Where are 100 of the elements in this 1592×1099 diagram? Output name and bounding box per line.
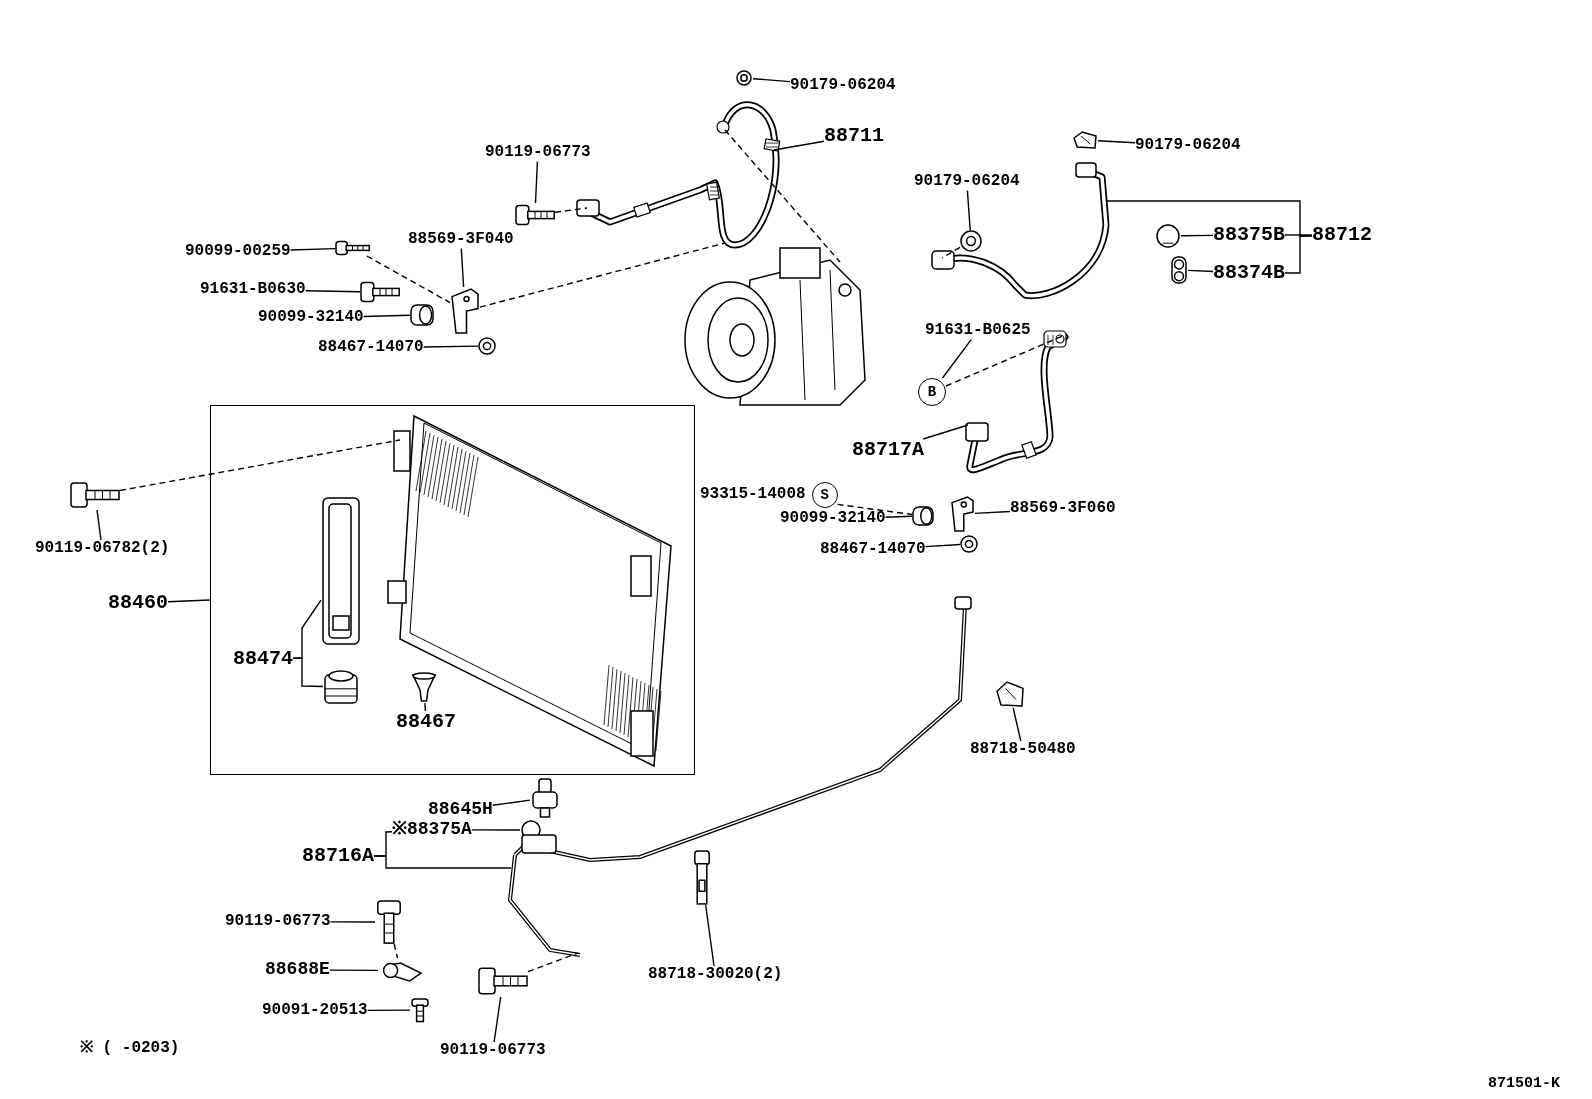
part-number: 88645H — [428, 800, 493, 820]
assembly-line — [479, 242, 726, 308]
part-number: 90119-06773 — [440, 1042, 546, 1060]
part-number: 88712 — [1312, 224, 1372, 246]
assembly-line — [366, 255, 451, 304]
leader-line — [1187, 269, 1214, 273]
drawing-number: 871501-K — [1488, 1076, 1560, 1093]
leader-line — [1180, 234, 1214, 237]
leader-line — [1284, 235, 1313, 274]
assembly-line — [554, 207, 588, 213]
bushing-icon — [410, 303, 434, 327]
assembly-line — [393, 943, 399, 959]
assembly-line — [724, 129, 841, 263]
leader-line — [966, 189, 971, 231]
part-number: 88467 — [396, 711, 456, 733]
part-number: 88688E — [265, 960, 330, 980]
part-number: 88569-3F040 — [408, 231, 514, 249]
assembly-line — [527, 952, 579, 973]
valve-icon — [1170, 256, 1188, 284]
leader-line — [773, 140, 825, 151]
assembly-line — [836, 503, 913, 516]
part-number: 90091-20513 — [262, 1002, 368, 1020]
bracket-icon — [950, 495, 975, 533]
part-number: 90119-06782(2) — [35, 540, 170, 558]
drain-plug-icon — [411, 671, 437, 703]
assembly-line — [941, 246, 961, 259]
part-number: 88460 — [108, 592, 168, 614]
part-number: 88716A — [302, 845, 374, 867]
part-number: 88374B — [1213, 262, 1285, 284]
part-number: 88474 — [233, 648, 293, 670]
leader-line — [422, 345, 479, 348]
assembly-line — [119, 439, 401, 492]
part-number: 90099-00259 — [185, 243, 291, 261]
leader-line — [884, 515, 913, 518]
part-number: ※88375A — [392, 820, 472, 840]
leader-line — [493, 996, 502, 1043]
leader-line — [941, 338, 972, 379]
part-number: 88711 — [824, 125, 884, 147]
part-number: 88717A — [852, 439, 924, 461]
part-number: 93315-14008 — [700, 486, 806, 504]
bolt-icon — [515, 203, 555, 227]
leader-line — [471, 829, 521, 831]
leader-line — [752, 78, 791, 83]
bolt-icon — [410, 998, 430, 1022]
leader-line — [373, 855, 512, 869]
group-frame — [210, 405, 695, 775]
clip-icon — [995, 680, 1025, 708]
nut-icon — [478, 337, 496, 355]
bolt-icon — [335, 240, 370, 256]
bolt-icon — [375, 900, 403, 944]
leader-line — [922, 424, 969, 440]
part-number: 90099-32140 — [258, 309, 364, 327]
leader-line — [424, 702, 427, 712]
part-number: 90119-06773 — [485, 144, 591, 162]
leader-line — [492, 799, 531, 806]
leader-line — [705, 904, 715, 967]
part-number: 91631-B0625 — [925, 322, 1031, 340]
leader-line — [974, 510, 1011, 515]
part-number: 88375B — [1213, 224, 1285, 246]
leader-line — [1012, 707, 1022, 742]
cap-icon — [1155, 224, 1181, 248]
part-number: 88569-3F060 — [1010, 500, 1116, 518]
note-text: ※ ( -0203) — [80, 1040, 180, 1058]
clip-icon — [1072, 130, 1098, 150]
part-number: 90179-06204 — [790, 77, 896, 95]
nut-icon — [960, 535, 978, 553]
part-number: 88467-14070 — [820, 541, 926, 559]
part-number: 91631-B0630 — [200, 281, 306, 299]
part-number: 88467-14070 — [318, 339, 424, 357]
bushing-icon — [912, 505, 934, 527]
leader-line — [460, 247, 465, 288]
leader-line — [1284, 234, 1313, 236]
part-number: 90119-06773 — [225, 913, 331, 931]
bracket-icon — [450, 287, 480, 335]
receiver-tube-icon — [321, 496, 361, 646]
pressure-switch-icon — [530, 778, 560, 818]
part-number: 90179-06204 — [1135, 137, 1241, 155]
leader-line — [362, 314, 411, 318]
part-number: 90179-06204 — [914, 173, 1020, 191]
leader-line — [329, 921, 376, 923]
leader-line — [167, 599, 211, 603]
leader-line — [1097, 140, 1136, 144]
leader-line — [292, 657, 324, 688]
part-number: 88718-50480 — [970, 741, 1076, 759]
bolt-icon — [478, 965, 528, 997]
leader-line — [366, 1009, 411, 1012]
leader-line — [289, 247, 336, 251]
bolt-icon — [70, 480, 120, 510]
leader-line — [534, 160, 539, 204]
leader-line — [304, 290, 361, 293]
symbol-circle: B — [918, 378, 946, 406]
part-number: 88718-30020(2) — [648, 966, 783, 984]
bolt-icon — [360, 280, 400, 304]
part-number: 90099-32140 — [780, 510, 886, 528]
leader-line — [924, 543, 961, 548]
leader-line — [329, 969, 379, 972]
leader-line — [96, 509, 102, 541]
nut-icon — [735, 70, 753, 86]
plug-icon — [323, 669, 359, 705]
symbol-circle: S — [811, 482, 838, 508]
